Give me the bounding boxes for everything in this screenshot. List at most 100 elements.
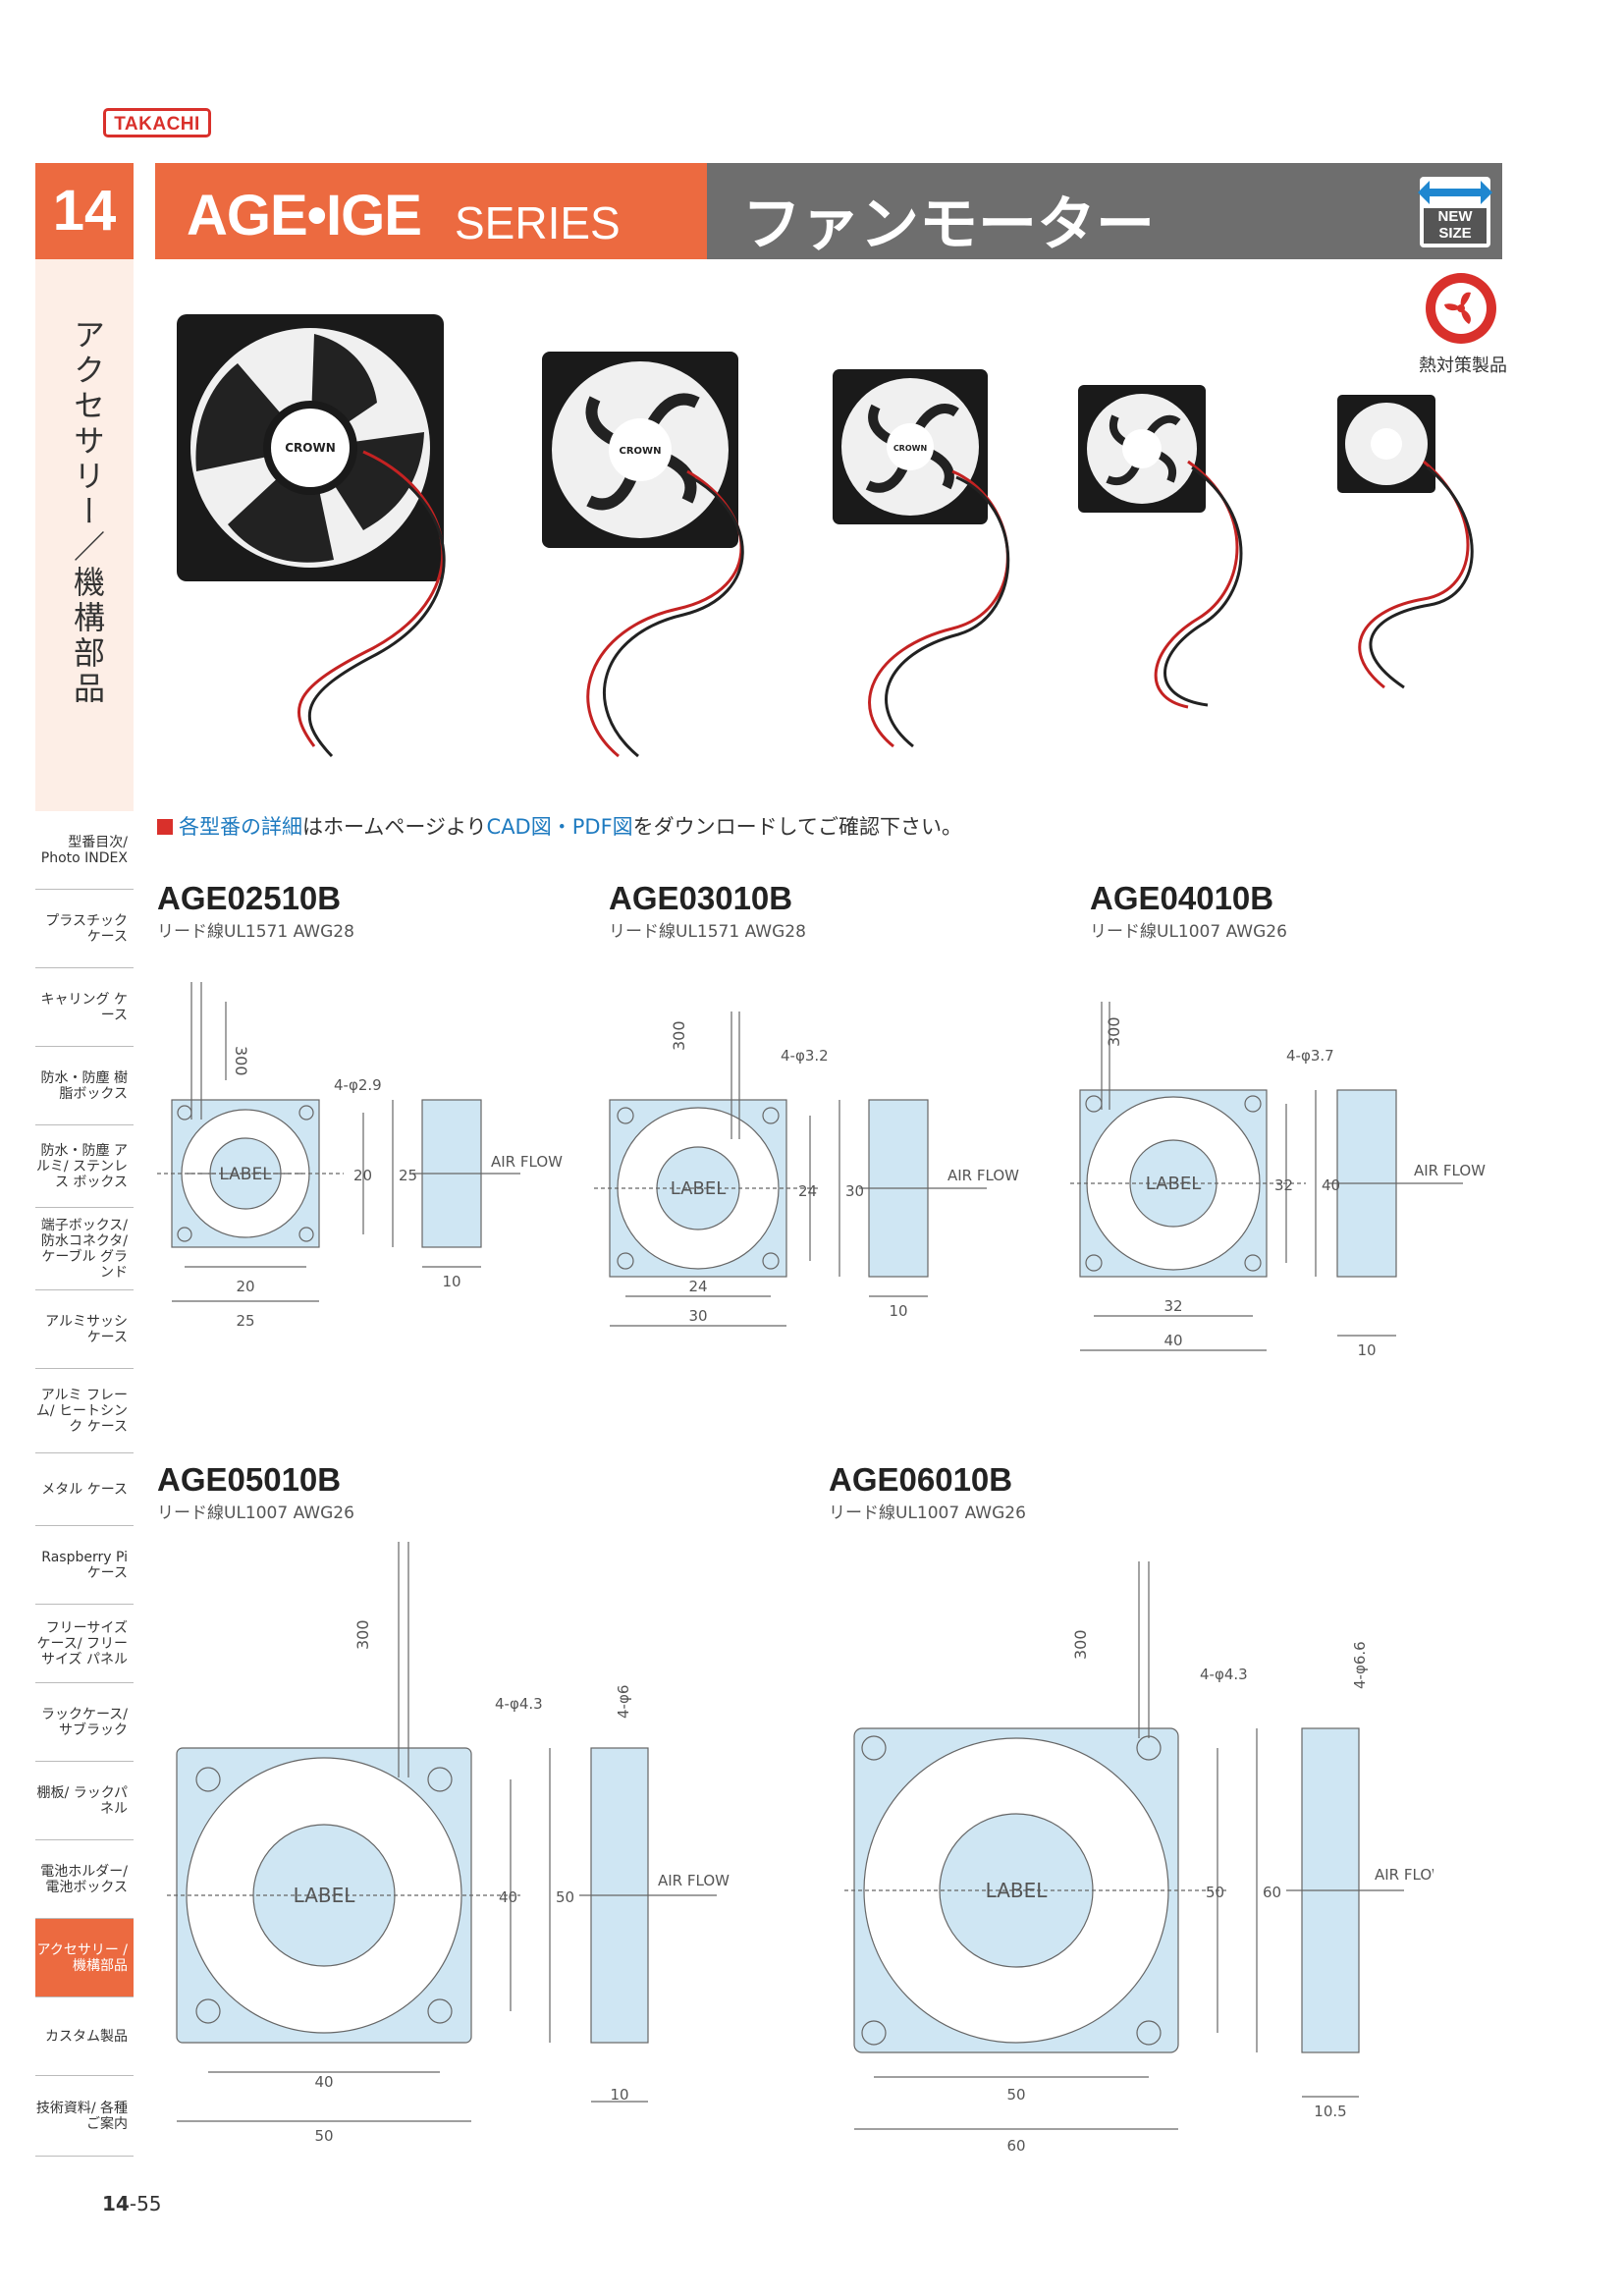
lead-length: 300 <box>1105 1016 1123 1047</box>
fan-photo: CROWN CROWN CROWN <box>177 314 1474 758</box>
lead-length: 300 <box>353 1619 372 1650</box>
nav-item-accessory[interactable]: アクセサリー /機構部品 <box>35 1919 134 1997</box>
takachi-logo: TAKACHI <box>103 108 211 137</box>
side-hole-spec: 4-φ6.6 <box>1351 1641 1369 1689</box>
dim-inner-v: 24 <box>798 1182 817 1200</box>
fan-brand-text: CROWN <box>893 444 927 453</box>
nav-item-metal[interactable]: メタル ケース <box>35 1453 134 1526</box>
dim-thickness: 10 <box>1357 1341 1376 1359</box>
lead-spec: リード線UL1571 AWG28 <box>609 922 806 942</box>
dim-inner-v: 40 <box>499 1888 517 1906</box>
side-hole-spec: 4-φ6 <box>615 1685 632 1719</box>
model-name: AGE06010B <box>829 1461 1013 1498</box>
product-age03010b: AGE03010B リード線UL1571 AWG28 <box>609 880 806 942</box>
label-text: LABEL <box>1146 1174 1202 1194</box>
dim-inner-h: 50 <box>1006 2086 1025 2104</box>
dim-inner-v: 20 <box>353 1167 372 1184</box>
fan-photo-60: CROWN <box>542 352 744 758</box>
nav-item-rack[interactable]: ラックケース/ サブラック <box>35 1683 134 1762</box>
nav-item-alu-sash[interactable]: アルミサッシ ケース <box>35 1290 134 1369</box>
sidebar-category: アクセサリー／機構部品 <box>35 259 134 811</box>
dim-outer-v: 40 <box>1322 1176 1340 1194</box>
new-size-text: NEW SIZE <box>1424 208 1487 244</box>
fan-photo-25 <box>1337 395 1474 689</box>
fan-brand-text: CROWN <box>620 446 662 457</box>
nav-item-plastic[interactable]: プラスチック ケース <box>35 890 134 968</box>
label-text: LABEL <box>219 1165 272 1184</box>
download-note: 各型番の詳細はホームページよりCAD図・PDF図をダウンロードしてご確認下さい。 <box>157 811 962 841</box>
product-age06010b: AGE06010B リード線UL1007 AWG26 <box>829 1461 1026 1523</box>
dim-inner-h: 24 <box>688 1278 707 1295</box>
dim-inner-h: 20 <box>236 1278 254 1295</box>
dim-thickness: 10 <box>610 2086 628 2104</box>
dim-outer-v: 30 <box>845 1182 864 1200</box>
dim-inner-v: 32 <box>1274 1176 1293 1194</box>
model-name: AGE03010B <box>609 880 793 916</box>
nav-item-waterproof-metal[interactable]: 防水・防塵 アルミ/ ステンレス ボックス <box>35 1125 134 1208</box>
nav-item-freesize[interactable]: フリーサイズ ケース/ フリーサイズ パネル <box>35 1605 134 1683</box>
nav-item-index[interactable]: 型番目次/ Photo INDEX <box>35 811 134 890</box>
dim-outer-h: 50 <box>314 2127 333 2145</box>
fan-photo-80: CROWN <box>177 314 446 758</box>
nav-item-battery[interactable]: 電池ホルダー/ 電池ボックス <box>35 1840 134 1919</box>
lead-length: 300 <box>1071 1629 1090 1660</box>
lead-spec: リード線UL1007 AWG26 <box>829 1503 1026 1523</box>
nav-item-custom[interactable]: カスタム製品 <box>35 1997 134 2076</box>
hole-spec: 4-φ4.3 <box>495 1695 543 1713</box>
category-vertical-text: アクセサリー／機構部品 <box>69 318 106 707</box>
dim-inner-h: 32 <box>1163 1297 1182 1315</box>
nav-item-technical[interactable]: 技術資料/ 各種ご案内 <box>35 2076 134 2157</box>
dim-inner-v: 50 <box>1206 1884 1224 1901</box>
airflow-label: AIR FLOW <box>1414 1162 1486 1179</box>
product-age02510b: AGE02510B リード線UL1571 AWG28 <box>157 880 354 942</box>
airflow-label: AIR FLOW <box>658 1872 730 1889</box>
page-title: ファンモーター <box>742 191 1155 259</box>
nav-item-raspberry[interactable]: Raspberry Piケース <box>35 1526 134 1605</box>
hole-spec: 4-φ4.3 <box>1200 1666 1248 1683</box>
dim-outer-v: 25 <box>399 1167 417 1184</box>
dim-thickness: 10 <box>889 1302 907 1320</box>
dim-outer-v: 50 <box>556 1888 574 1906</box>
product-age04010b: AGE04010B リード線UL1007 AWG26 <box>1090 880 1287 942</box>
nav-item-carrying[interactable]: キャリング ケース <box>35 968 134 1047</box>
hole-spec: 4-φ2.9 <box>334 1076 382 1094</box>
heat-label: 熱対策製品 <box>1419 355 1507 376</box>
dim-outer-h: 60 <box>1006 2137 1025 2155</box>
lead-length: 300 <box>232 1046 250 1076</box>
drawing-age03010b: LABEL 300 4-φ3.2 AIR FLOW 24 30 24 30 10 <box>594 1011 1019 1327</box>
nav-item-terminal[interactable]: 端子ボックス/ 防水コネクタ/ ケーブル グランド <box>35 1208 134 1290</box>
drawing-age02510b: LABEL 300 4-φ2.9 AIR FLOW 20 25 20 25 10 <box>157 982 563 1330</box>
square-bullet-icon <box>157 819 173 835</box>
dim-inner-h: 40 <box>314 2073 333 2091</box>
model-name: AGE05010B <box>157 1461 342 1498</box>
chapter-number: 14 <box>35 163 134 259</box>
fan-brand-text: CROWN <box>285 441 336 455</box>
dim-outer-h: 40 <box>1163 1332 1182 1349</box>
dim-outer-h: 25 <box>236 1312 254 1330</box>
label-text: LABEL <box>294 1884 356 1907</box>
fan-photo-40 <box>1078 385 1243 709</box>
lead-length: 300 <box>670 1020 688 1051</box>
product-age05010b: AGE05010B リード線UL1007 AWG26 <box>157 1461 354 1523</box>
drawing-age05010b: LABEL 300 4-φ4.3 AIR FLOW 40 50 40 50 4-… <box>167 1542 730 2145</box>
nav-item-alu-frame[interactable]: アルミ フレーム/ ヒートシンク ケース <box>35 1369 134 1453</box>
fan-photo-50: CROWN <box>833 369 1010 748</box>
label-text: LABEL <box>671 1178 727 1199</box>
dim-outer-v: 60 <box>1263 1884 1281 1901</box>
lead-spec: リード線UL1007 AWG26 <box>157 1503 354 1523</box>
model-name: AGE04010B <box>1090 880 1274 916</box>
airflow-label: AIR FLOW <box>947 1167 1019 1184</box>
drawing-age06010b: LABEL 300 4-φ4.3 AIR FLOW 50 60 50 60 4-… <box>844 1561 1434 2155</box>
drawing-age04010b: LABEL 300 4-φ3.7 AIR FLOW 32 40 32 40 10 <box>1070 1002 1486 1359</box>
series-header: AGE•IGE SERIES <box>155 163 707 259</box>
label-text: LABEL <box>986 1879 1049 1902</box>
nav-item-waterproof-resin[interactable]: 防水・防塵 樹脂ボックス <box>35 1047 134 1125</box>
dim-outer-h: 30 <box>688 1307 707 1325</box>
nav-item-shelf[interactable]: 棚板/ ラックパネル <box>35 1762 134 1840</box>
series-word: SERIES <box>455 197 621 248</box>
dim-thickness: 10 <box>442 1273 460 1290</box>
new-size-badge: NEW SIZE <box>1418 177 1492 247</box>
airflow-label: AIR FLOW <box>1375 1866 1434 1884</box>
double-arrow-icon <box>1418 181 1492 204</box>
hole-spec: 4-φ3.2 <box>781 1047 829 1065</box>
